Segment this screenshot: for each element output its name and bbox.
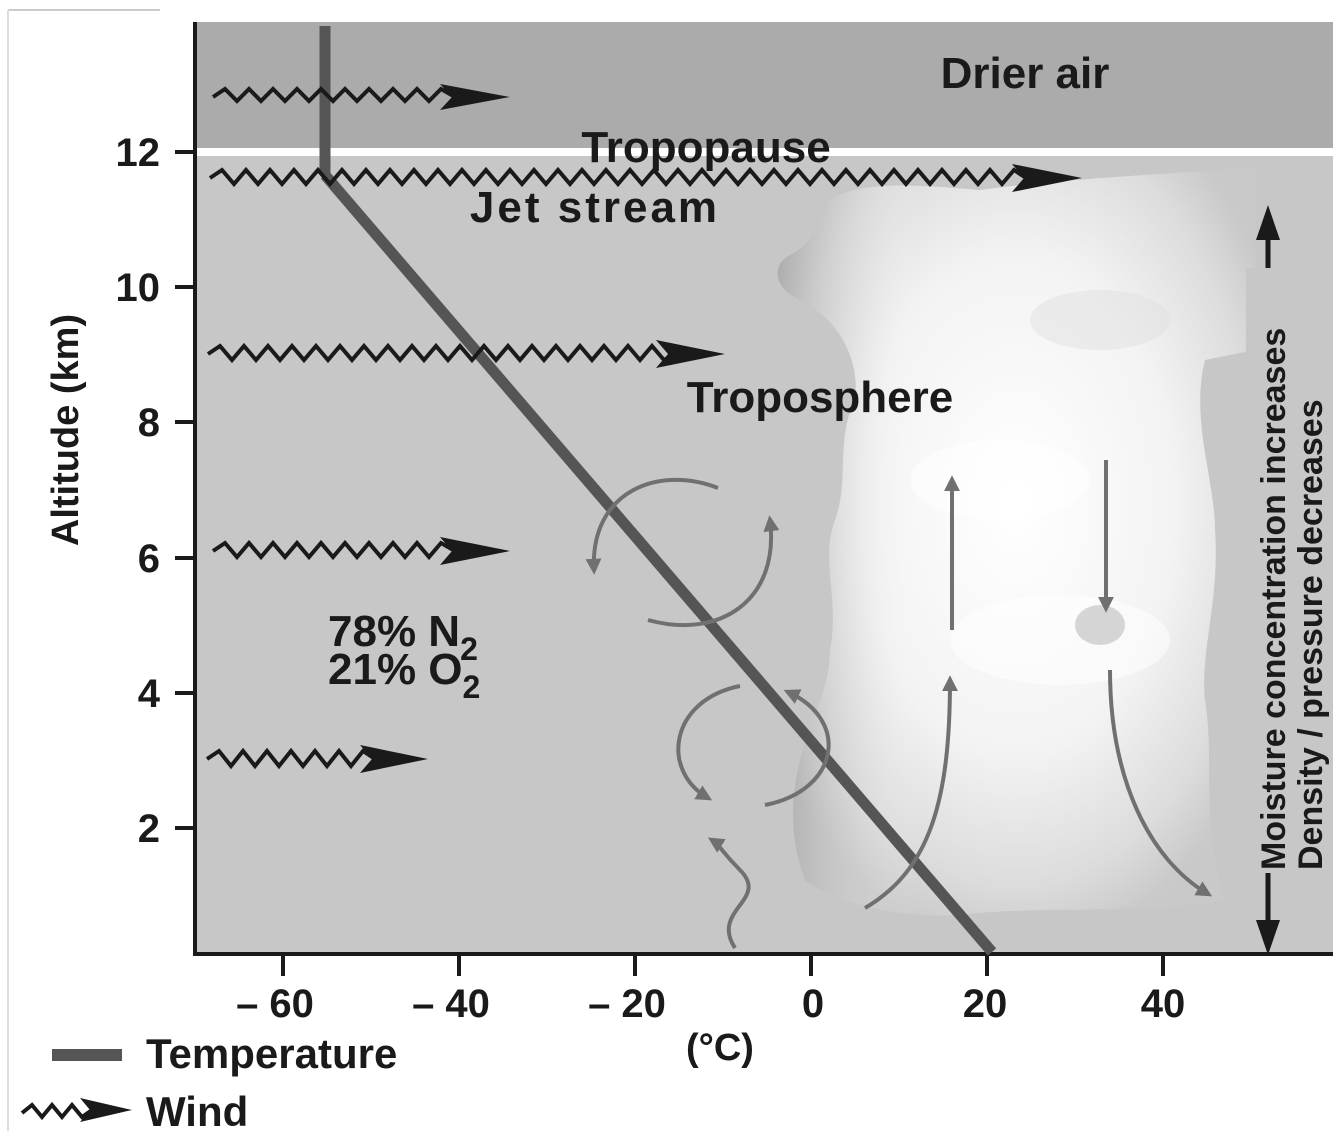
wavy-arrow-icon bbox=[20, 1101, 94, 1121]
legend: Temperature Wind bbox=[20, 1030, 397, 1131]
legend-wind-arrowhead bbox=[80, 1098, 132, 1122]
moisture-label: Moisture concentration increases bbox=[1255, 328, 1293, 870]
tropopause-boundary bbox=[195, 148, 1333, 156]
stratosphere-band bbox=[195, 22, 1333, 148]
wavy-arrow-icon bbox=[440, 537, 510, 565]
wavy-arrow-icon bbox=[440, 84, 510, 110]
eddy-lower-right bbox=[764, 689, 831, 807]
oxygen-label: 21% O bbox=[328, 645, 463, 694]
x-tick-label-neg60: – 60 bbox=[236, 982, 314, 1026]
double-arrow-top-head bbox=[1256, 205, 1280, 240]
wind-arrow-6 bbox=[211, 537, 510, 565]
y-tick-label-2: 2 bbox=[138, 807, 160, 851]
temperature-profile bbox=[319, 26, 997, 956]
y-tick-label-8: 8 bbox=[138, 401, 160, 445]
wind-arrows bbox=[205, 84, 1082, 773]
surface-updraft bbox=[707, 837, 751, 950]
nitrogen-subscript: 2 bbox=[460, 631, 478, 667]
wind-arrow-3 bbox=[205, 745, 428, 773]
svg-text:78% N2: 78% N2 bbox=[328, 607, 478, 667]
cloud-updraft-inflow bbox=[863, 675, 958, 910]
x-tick-label-neg40: – 40 bbox=[412, 982, 490, 1026]
eddy-upper-left bbox=[585, 477, 719, 575]
y-tick-label-6: 6 bbox=[138, 537, 160, 581]
x-tick-label-20: 20 bbox=[963, 982, 1008, 1026]
wavy-arrow-icon bbox=[360, 745, 428, 773]
density-label: Density / pressure decreases bbox=[1292, 399, 1330, 870]
y-tick-label-12: 12 bbox=[116, 131, 161, 175]
temperature-line-lapse bbox=[320, 171, 997, 956]
wavy-arrow-icon bbox=[1012, 164, 1082, 192]
eddy-upper-right bbox=[647, 515, 780, 628]
x-tick-label-0: 0 bbox=[802, 982, 824, 1026]
circulation-arrows bbox=[585, 460, 1213, 950]
y-tick-label-10: 10 bbox=[116, 266, 161, 310]
right-annotation: Moisture concentration increases Density… bbox=[1246, 205, 1332, 955]
drier-air-label: Drier air bbox=[941, 49, 1110, 98]
x-ticks: – 60 – 40 – 20 0 20 40 bbox=[236, 954, 1185, 1026]
x-axis-unit: (°C) bbox=[686, 1027, 754, 1069]
cumulonimbus-cloud bbox=[777, 168, 1255, 916]
nitrogen-label: 78% N bbox=[328, 607, 460, 656]
troposphere-label: Troposphere bbox=[687, 373, 954, 422]
y-tick-label-4: 4 bbox=[138, 672, 161, 716]
x-tick-label-40: 40 bbox=[1141, 982, 1186, 1026]
wavy-arrow-icon bbox=[656, 340, 725, 368]
tropopause-label: Tropopause bbox=[581, 123, 830, 172]
y-axis-title: Altitude (km) bbox=[45, 314, 87, 546]
wind-arrow-12-8 bbox=[211, 84, 510, 110]
svg-text:21% O2: 21% O2 bbox=[328, 645, 480, 705]
eddy-lower-left bbox=[676, 684, 741, 801]
y-ticks: 2 4 6 8 10 12 bbox=[116, 131, 195, 851]
wind-arrow-9 bbox=[206, 340, 725, 368]
double-arrow-bottom-head bbox=[1256, 920, 1280, 955]
legend-wind-label: Wind bbox=[146, 1088, 248, 1131]
oxygen-subscript: 2 bbox=[463, 669, 481, 705]
jet-stream-label: Jet stream bbox=[470, 183, 720, 232]
cloud-downdraft-outflow bbox=[1108, 669, 1213, 897]
legend-temperature-label: Temperature bbox=[146, 1030, 397, 1077]
wind-arrow-jet bbox=[208, 164, 1082, 192]
composition-label: 78% N2 21% O2 bbox=[328, 607, 480, 705]
x-tick-label-neg20: – 20 bbox=[588, 982, 666, 1026]
